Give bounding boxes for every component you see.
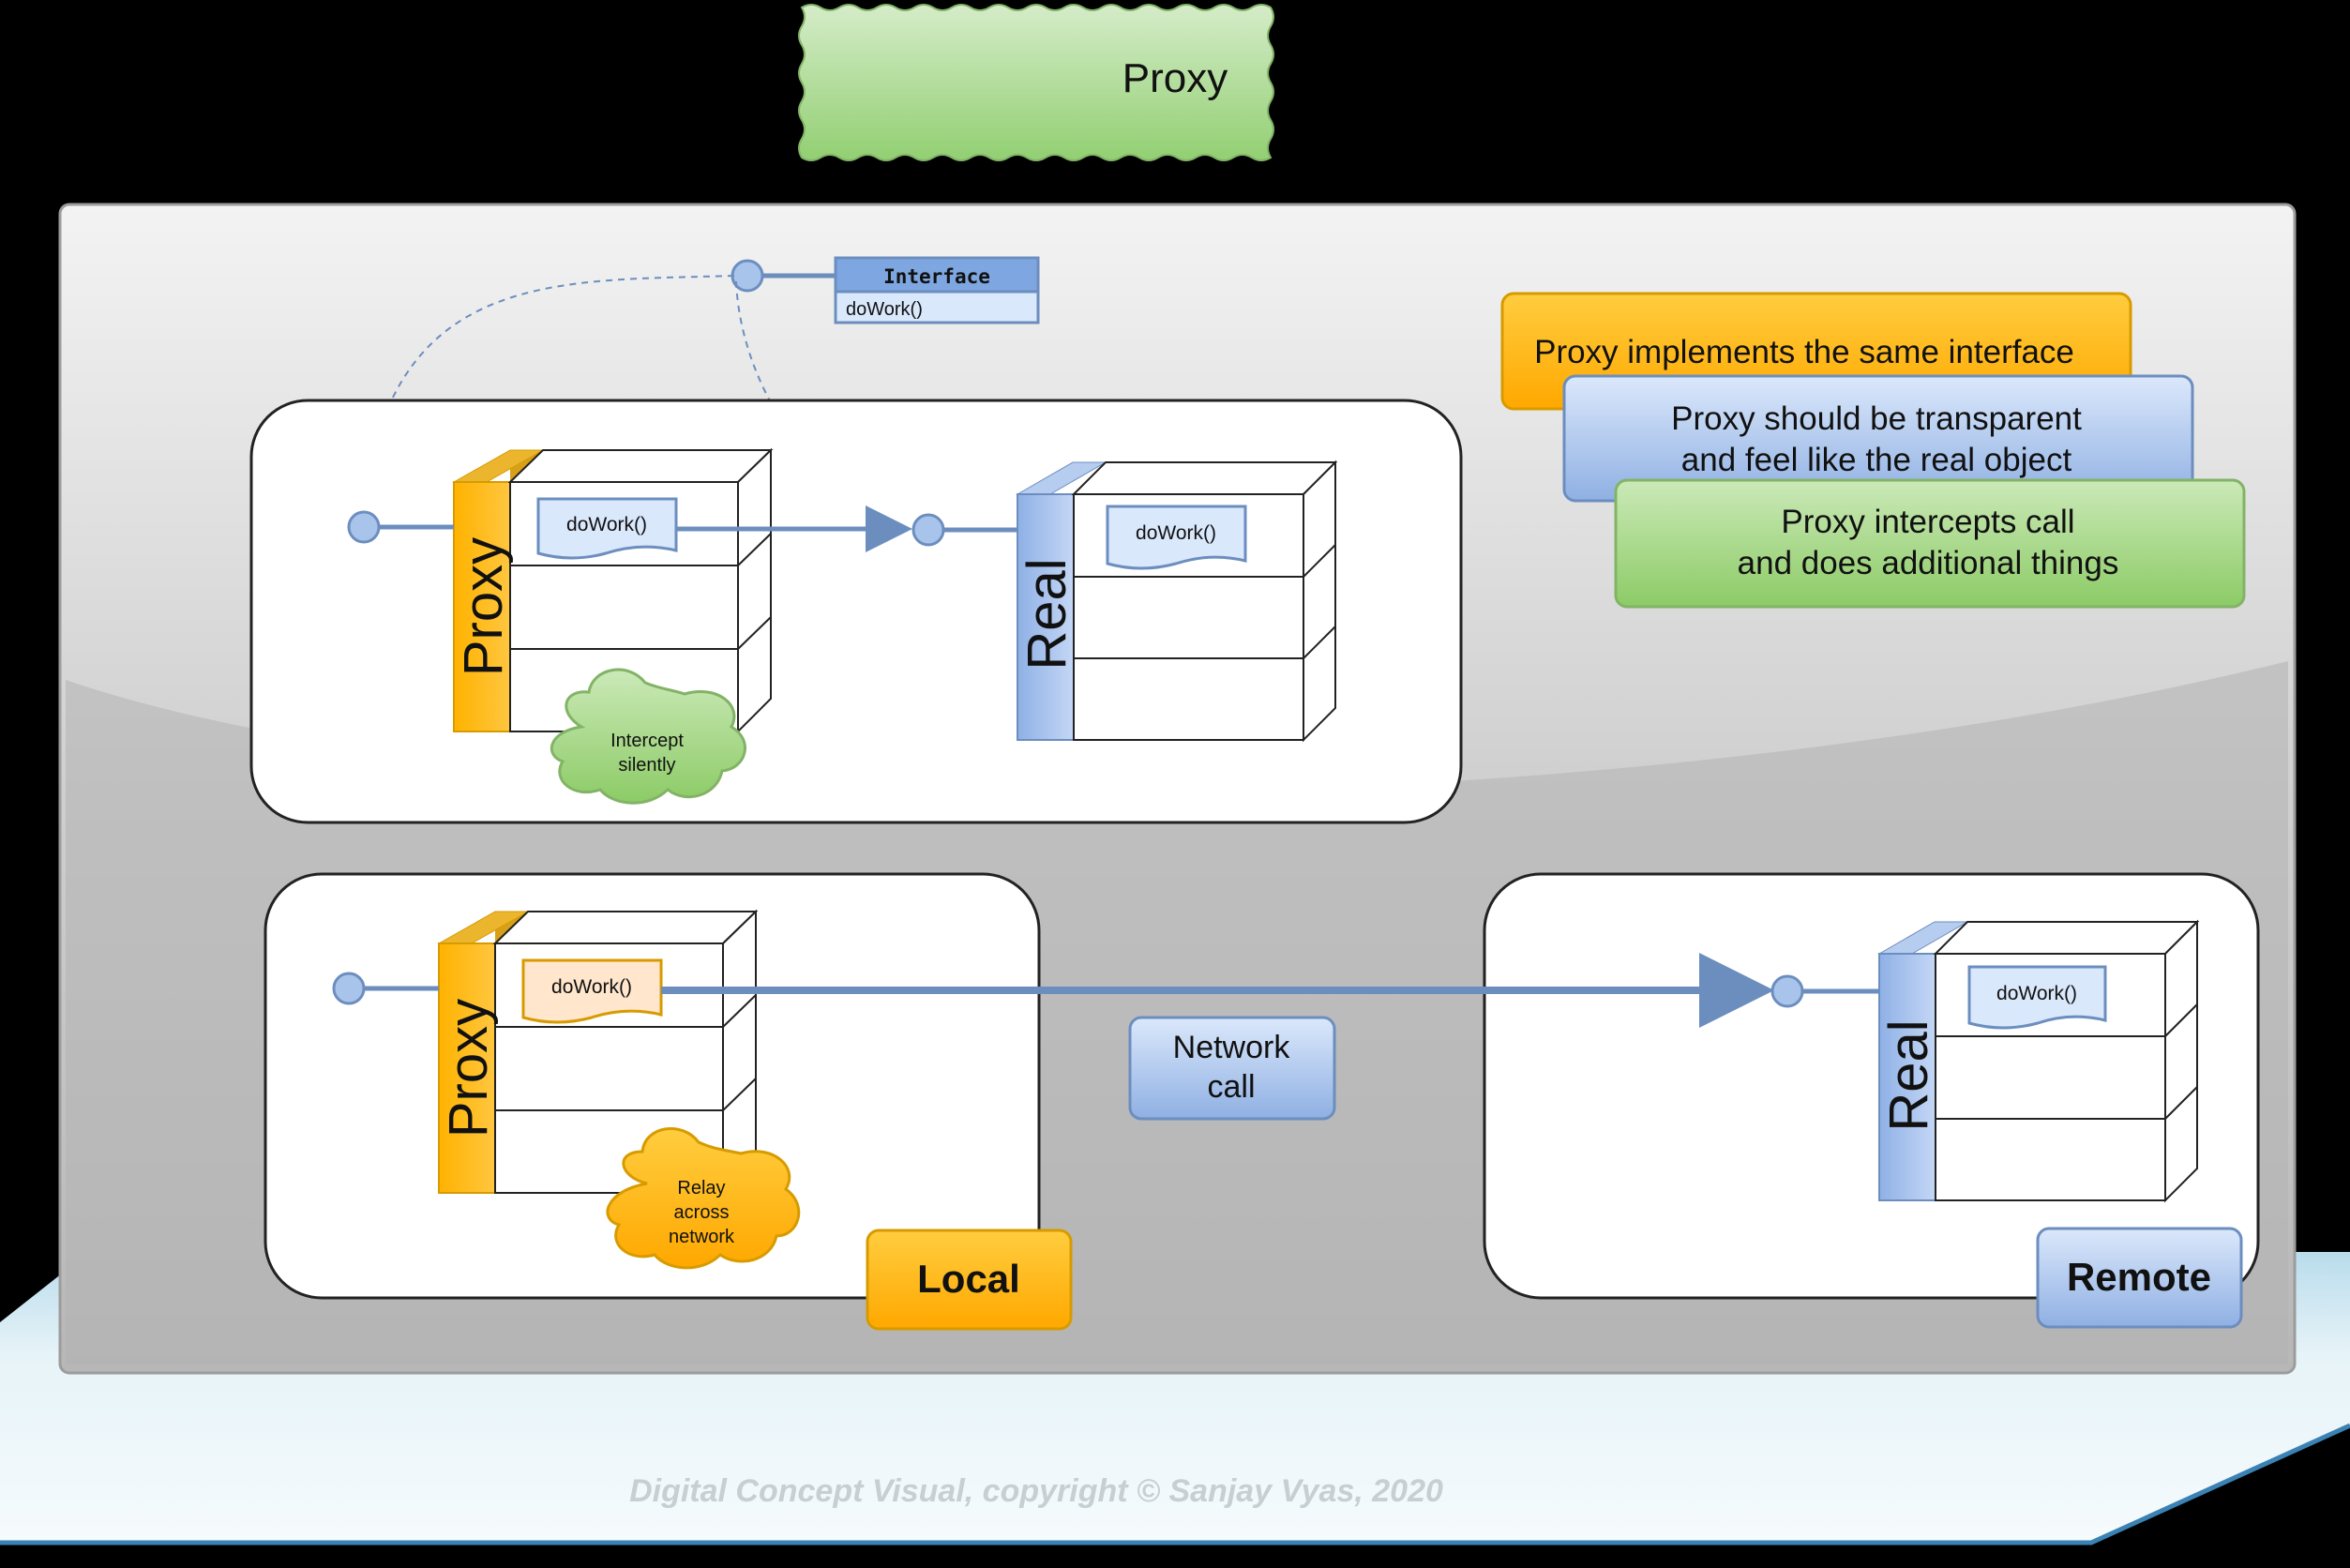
intercept-cloud-line2: silently — [618, 755, 675, 776]
note-transparent: Proxy should be transparent and feel lik… — [1562, 374, 2194, 503]
note-transparent-line1: Proxy should be transparent — [1671, 400, 2082, 437]
bottom-real-component: Real — [1877, 919, 2200, 1203]
interface-box: Interface doWork() — [834, 256, 1040, 324]
local-label: Local — [917, 1257, 1020, 1301]
bottom-real-label: Real — [1878, 1019, 1939, 1131]
bottom-real-lollipop — [1770, 974, 1804, 1008]
bottom-real-method-box — [1967, 965, 2107, 1030]
top-real-label: Real — [1017, 558, 1077, 670]
relay-cloud: Relay across network — [606, 1127, 801, 1270]
relay-cloud-line1: Relay — [677, 1178, 725, 1199]
title-text: Proxy — [1122, 55, 1228, 101]
intercept-cloud: Intercept silently — [550, 668, 746, 805]
interface-method: doWork() — [846, 299, 923, 320]
network-call-box: Network call — [1128, 1016, 1336, 1121]
top-proxy-label: Proxy — [453, 537, 514, 676]
bottom-real-method: doWork() — [1996, 983, 2077, 1004]
note-intercepts: Proxy intercepts call and does additiona… — [1614, 478, 2246, 609]
bottom-proxy-label: Proxy — [438, 999, 499, 1138]
floor-edge — [0, 1423, 2350, 1545]
note-transparent-line2: and feel like the real object — [1681, 442, 2072, 478]
bottom-proxy-lollipop — [332, 972, 366, 1005]
relay-cloud-line2: across — [674, 1202, 730, 1223]
bottom-proxy-method: doWork() — [551, 976, 632, 998]
relay-cloud-line3: network — [669, 1227, 735, 1247]
top-proxy-method-box — [536, 497, 678, 560]
interface-header: Interface — [883, 265, 990, 288]
note-intercepts-line1: Proxy intercepts call — [1781, 504, 2074, 540]
top-proxy-method: doWork() — [566, 514, 647, 535]
note-intercepts-line2: and does additional things — [1738, 545, 2119, 581]
top-proxy-lollipop — [347, 510, 381, 544]
top-real-method: doWork() — [1136, 522, 1216, 544]
top-real-lollipop — [911, 513, 945, 547]
copyright-watermark: Digital Concept Visual, copyright © Sanj… — [629, 1473, 1443, 1509]
remote-label: Remote — [2067, 1255, 2211, 1299]
top-real-component: Real — [1016, 460, 1338, 743]
network-call-line2: call — [1207, 1069, 1255, 1105]
local-label-box: Local — [866, 1229, 1073, 1331]
note-implements-text: Proxy implements the same interface — [1534, 334, 2074, 370]
intercept-cloud-line1: Intercept — [610, 731, 684, 751]
bottom-proxy-method-box — [521, 958, 663, 1024]
title-box — [798, 4, 1274, 161]
remote-label-box: Remote — [2036, 1227, 2243, 1329]
top-real-method-box — [1106, 505, 1247, 570]
network-call-line1: Network — [1173, 1030, 1291, 1065]
